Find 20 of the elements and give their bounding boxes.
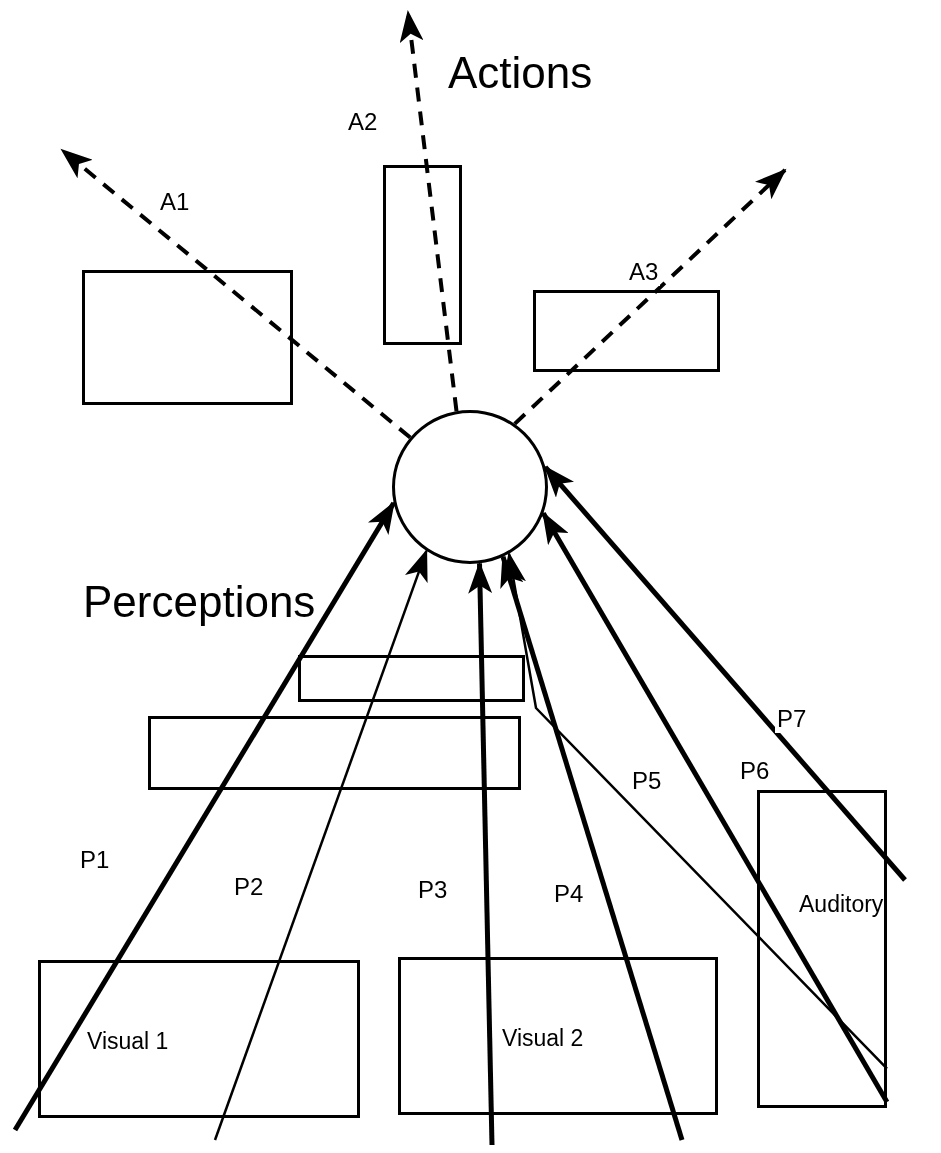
labeled-box [38, 960, 360, 1118]
labeled-box [757, 790, 887, 1108]
node-label: Auditory [798, 891, 885, 918]
dashed-arrow [60, 148, 412, 440]
arrow [12, 501, 396, 1132]
dashed-arrow [399, 10, 459, 412]
circle-node [392, 410, 548, 564]
arrow [468, 561, 495, 1146]
labeled-box [398, 957, 718, 1115]
empty-box [298, 655, 525, 702]
arrow [543, 465, 907, 882]
empty-box [533, 290, 720, 372]
arrow [541, 511, 890, 1104]
empty-box [82, 270, 293, 405]
empty-box [148, 716, 521, 790]
arrow [213, 548, 428, 1141]
arrow [500, 554, 685, 1141]
dashed-arrow [513, 168, 787, 426]
arrow [502, 551, 888, 1070]
empty-box [383, 165, 462, 345]
